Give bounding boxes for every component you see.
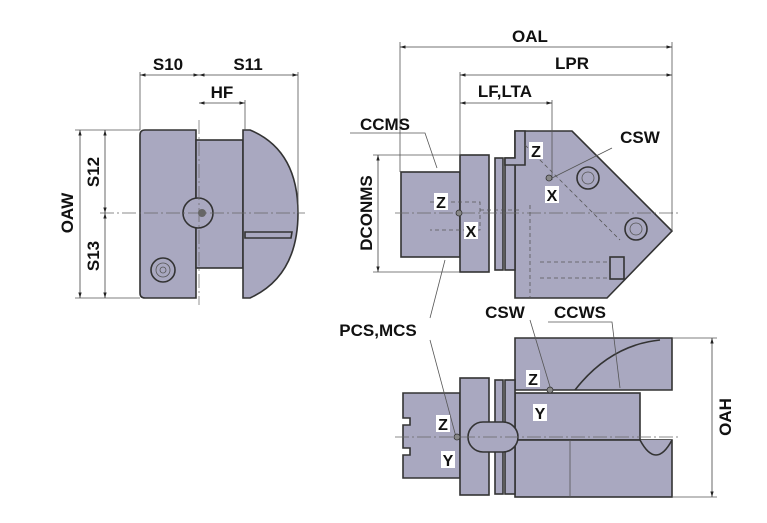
- top-view: OAL LPR LF,LTA CCMS CSW DCONMS Z X Z X: [350, 27, 680, 299]
- side-view: PCS,MCS CSW CCWS OAH Z Y Z Y: [339, 259, 735, 498]
- csw-bottom-label: CSW: [485, 303, 526, 322]
- z-axis-label: Z: [438, 417, 448, 434]
- s12-label: S12: [84, 157, 103, 187]
- y-axis-label: Y: [535, 406, 546, 423]
- dconms-label: DCONMS: [357, 175, 376, 251]
- lpr-label: LPR: [555, 54, 589, 73]
- oaw-label: OAW: [58, 192, 77, 234]
- end-view: S10 S11 HF OAW S12 S13: [58, 55, 305, 305]
- y-axis-label: Y: [443, 453, 454, 470]
- z-axis-label: Z: [531, 144, 541, 161]
- coolant-plug-icon: [150, 257, 176, 283]
- oah-label: OAH: [716, 398, 735, 436]
- oal-label: OAL: [512, 27, 548, 46]
- csw-top-label: CSW: [620, 128, 661, 147]
- s10-label: S10: [153, 55, 183, 74]
- s11-label: S11: [233, 55, 262, 74]
- lf-lta-label: LF,LTA: [478, 82, 532, 101]
- pcs-mcs-label: PCS,MCS: [339, 321, 416, 340]
- x-axis-label: X: [466, 224, 477, 241]
- x-axis-label: X: [547, 188, 558, 205]
- z-axis-label: Z: [528, 372, 538, 389]
- ccms-label: CCMS: [360, 115, 410, 134]
- hf-label: HF: [211, 83, 234, 102]
- z-axis-label: Z: [436, 195, 446, 212]
- s13-label: S13: [84, 241, 103, 271]
- ccws-label: CCWS: [554, 303, 606, 322]
